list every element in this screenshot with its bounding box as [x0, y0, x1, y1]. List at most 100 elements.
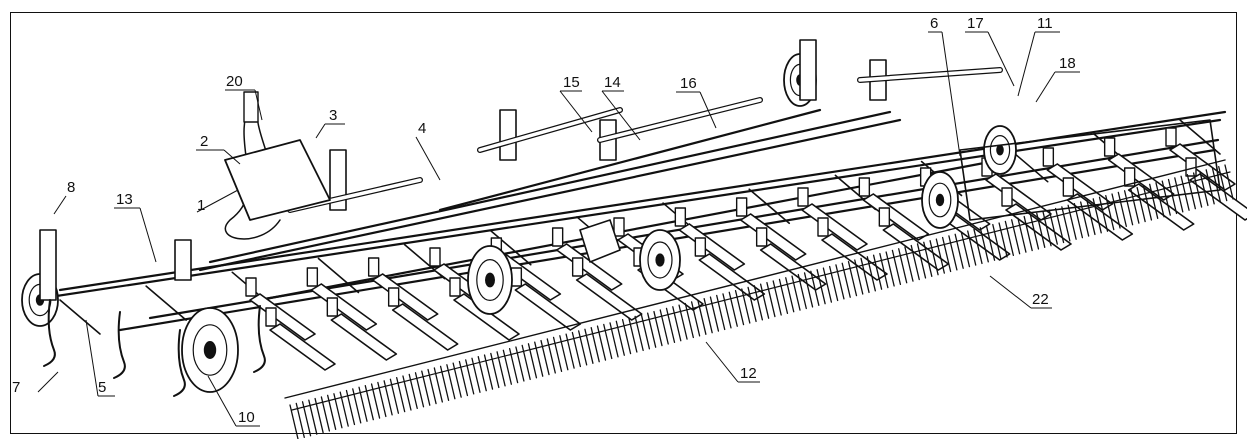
callout-3: 3 [315, 107, 345, 139]
harrow-tine [985, 225, 996, 261]
arm-bracket [755, 227, 768, 247]
callout-8: 8 [53, 179, 75, 215]
hydraulic-hose [224, 99, 281, 240]
harrow-tine [898, 248, 908, 284]
harrow-tine [992, 223, 1002, 260]
hitch [224, 139, 331, 221]
harrow-tine [1224, 164, 1234, 200]
frame-beam [208, 110, 892, 264]
harrow-tine [1130, 188, 1140, 224]
harrow-tine [866, 256, 876, 292]
cross-member [317, 257, 360, 294]
harrow-tine [854, 259, 864, 295]
harrow-tine [785, 277, 795, 313]
harrow-tine [1142, 185, 1153, 221]
arm-bracket [510, 267, 523, 287]
wheel-rim [476, 259, 504, 302]
wheel-hub [935, 193, 945, 207]
harrow-tine [1136, 186, 1146, 223]
arm-bracket [1062, 177, 1075, 197]
arm-bracket [797, 187, 809, 207]
harrow-tine [1010, 219, 1021, 255]
arm-bracket [1042, 147, 1055, 167]
arm-bracket [1123, 167, 1136, 187]
harrow-tine [703, 298, 713, 334]
harrow-tine [847, 260, 858, 297]
harrow-tine [904, 246, 914, 282]
callout-label-12: 12 [740, 365, 757, 382]
callout-label-10: 10 [238, 409, 255, 426]
callout-label-4: 4 [418, 120, 426, 137]
callout-label-3: 3 [329, 107, 337, 124]
arm-bracket [245, 277, 257, 297]
harrow-tine [1061, 206, 1071, 242]
cross-member [748, 188, 791, 225]
wing-frame [959, 119, 1221, 221]
harrow-tine [816, 269, 826, 305]
callout-2: 2 [196, 133, 241, 165]
wheel-rim [989, 135, 1011, 166]
harrow-rail [284, 159, 1226, 399]
harrow-tine [1080, 201, 1090, 237]
arm-bracket [429, 247, 441, 267]
support-column [499, 109, 517, 161]
harrow-tine [910, 244, 920, 281]
harrow-tine [929, 240, 939, 276]
hose-coupler [243, 91, 259, 123]
callout-label-13: 13 [116, 191, 133, 208]
harrow-tine [923, 241, 933, 277]
harrow-tine [1073, 203, 1084, 239]
harrow-tine [810, 270, 820, 306]
harrow-tine [916, 243, 927, 279]
harrow-tine [1218, 165, 1228, 202]
support-column [174, 239, 192, 281]
arm-bracket [449, 277, 461, 297]
harrow-tine [289, 404, 299, 439]
callout-label-7: 7 [12, 379, 20, 396]
support-column [799, 39, 817, 101]
harrow-tine [778, 278, 789, 315]
hydraulic-cylinder-inner [478, 108, 622, 152]
harrow-tine [1017, 217, 1027, 253]
wheel-rim [192, 324, 228, 376]
harrow-tine [822, 267, 833, 303]
cross-member [145, 285, 187, 321]
center-plate [579, 219, 621, 263]
harrow-tine [1117, 191, 1127, 228]
wheel-hub [203, 341, 217, 360]
callout-label-11: 11 [1037, 15, 1053, 32]
callout-13: 13 [114, 191, 157, 263]
shank [253, 305, 266, 373]
arm-bracket [306, 267, 319, 287]
callout-17: 17 [965, 15, 1015, 87]
arm-bracket [674, 207, 687, 227]
harrow-tine [1036, 212, 1046, 248]
arm-bracket [735, 197, 748, 217]
harrow-tine [709, 296, 720, 332]
harrow-rail [291, 171, 1231, 411]
support-column [39, 229, 57, 301]
hydraulic-cylinder-inner [598, 98, 762, 142]
harrow-tine [797, 273, 807, 310]
harrow-tine [728, 291, 738, 327]
harrow-tine [1186, 174, 1196, 210]
callout-1: 1 [196, 189, 239, 214]
harrow-tine [1023, 215, 1033, 252]
harrow-tine [1161, 180, 1171, 216]
shank [113, 311, 126, 379]
callout-6: 6 [928, 15, 961, 157]
harrow-tine [759, 283, 770, 319]
harrow-tine [960, 232, 971, 268]
harrow-tine [979, 227, 989, 263]
callout-11: 11 [1017, 15, 1060, 97]
shank [173, 329, 186, 397]
arm-bracket [387, 287, 400, 307]
frame-beam [198, 118, 902, 272]
arm-bracket [694, 237, 707, 257]
arm-bracket [1185, 157, 1197, 177]
callout-label-8: 8 [67, 179, 75, 196]
harrow-tine [885, 251, 895, 287]
harrow-tine [973, 228, 983, 265]
harrow-tine [1199, 170, 1209, 207]
